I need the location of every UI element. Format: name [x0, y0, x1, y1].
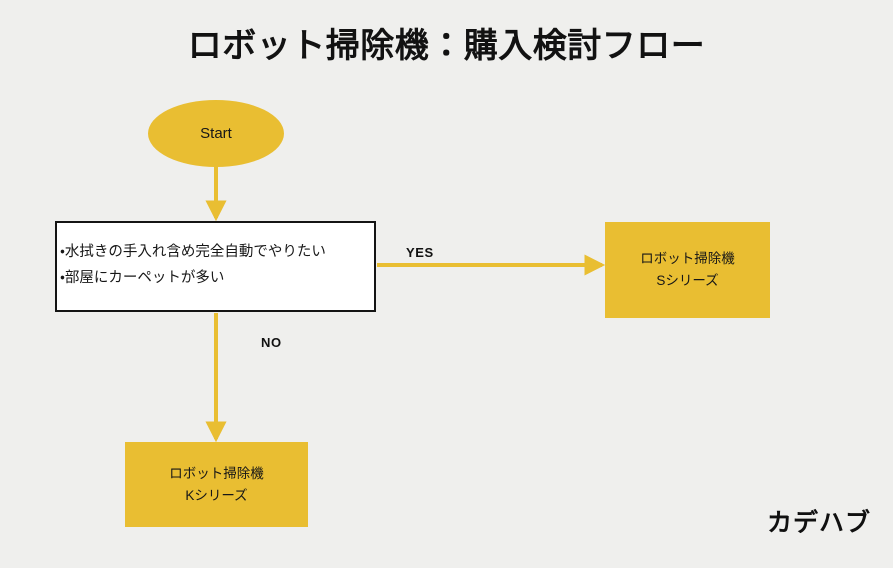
node-start-label: Start: [200, 125, 232, 142]
node-result-k-series[interactable]: ロボット掃除機 Kシリーズ: [125, 442, 308, 527]
brand-logo: カデハブ: [766, 509, 871, 537]
node-start[interactable]: Start: [148, 100, 284, 167]
node-result-s-series[interactable]: ロボット掃除機 Sシリーズ: [605, 222, 770, 318]
node-result-s-line-1: ロボット掃除機: [640, 251, 735, 266]
node-decision[interactable]: ・水拭きの手入れ含め完全自動でやりたい ・部屋にカーペットが多い: [55, 221, 376, 312]
edge-label-yes: YES: [406, 245, 434, 260]
node-result-s-line-2: Sシリーズ: [656, 273, 719, 288]
node-decision-line-2: ・部屋にカーペットが多い: [60, 270, 225, 286]
node-result-k-line-1: ロボット掃除機: [169, 465, 264, 481]
node-result-k-line-2: Kシリーズ: [185, 487, 248, 503]
page-title: ロボット掃除機：購入検討フロー: [187, 27, 706, 65]
node-decision-line-1: ・水拭きの手入れ含め完全自動でやりたい: [60, 244, 326, 260]
edge-label-no: NO: [261, 335, 282, 350]
